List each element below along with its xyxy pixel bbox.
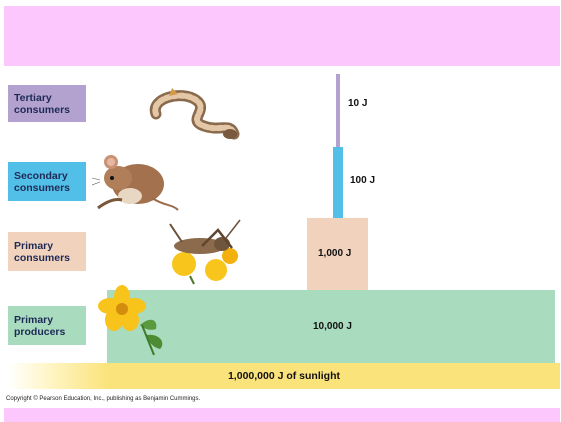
top-banner (4, 6, 560, 66)
tertiary-energy-value: 10 J (348, 98, 367, 109)
tertiary-label-text: Tertiary consumers (14, 92, 80, 116)
snake-icon (142, 86, 242, 146)
secondary-energy-value: 100 J (350, 175, 375, 186)
primary-label-text: Primary consumers (14, 240, 80, 264)
tertiary-energy-bar (336, 74, 340, 148)
sunlight-label: 1,000,000 J of sunlight (8, 370, 560, 382)
sunlight-bar: 1,000,000 J of sunlight (8, 363, 560, 389)
copyright-text: Copyright © Pearson Education, Inc., pub… (6, 396, 200, 402)
tertiary-consumers-label: Tertiary consumers (8, 85, 86, 122)
secondary-energy-bar (333, 147, 343, 219)
mouse-icon (92, 148, 182, 216)
producers-energy-value: 10,000 J (313, 321, 352, 332)
primary-producers-label: Primary producers (8, 306, 86, 345)
primary-energy-value: 1,000 J (318, 248, 351, 259)
secondary-label-text: Secondary consumers (14, 170, 80, 194)
producers-label-text: Primary producers (14, 314, 80, 338)
primary-consumers-label: Primary consumers (8, 232, 86, 271)
grasshopper-icon (160, 216, 250, 286)
secondary-consumers-label: Secondary consumers (8, 162, 86, 201)
bottom-banner (4, 408, 560, 422)
flower-icon (96, 285, 180, 357)
